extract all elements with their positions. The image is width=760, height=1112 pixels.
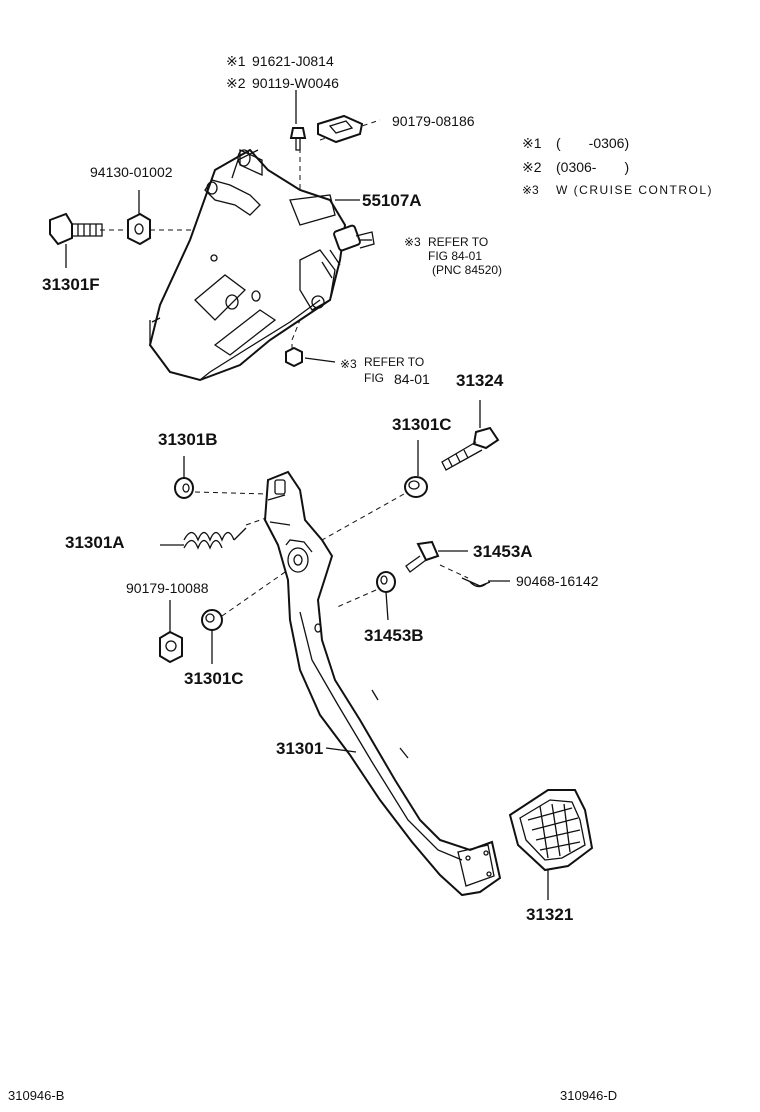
refer-fig-number-2: 84-01 bbox=[394, 371, 430, 387]
refer-fig-1: FIG 84-01 bbox=[428, 249, 482, 263]
label-90179-10088: 90179-10088 bbox=[126, 580, 209, 596]
bolt-31453A-icon bbox=[405, 540, 440, 573]
label-31321: 31321 bbox=[526, 905, 573, 924]
mark-2-a: ※2 bbox=[226, 75, 246, 91]
legend-mark-3: ※3 bbox=[522, 183, 539, 197]
bushing-31301B-icon bbox=[174, 477, 194, 499]
label-31301: 31301 bbox=[276, 739, 323, 758]
label-31301C-top: 31301C bbox=[392, 415, 452, 434]
mark-1-a: ※1 bbox=[226, 53, 246, 69]
refer-to-2: REFER TO bbox=[364, 355, 424, 369]
mark-3-a: ※3 bbox=[404, 235, 421, 249]
label-31301C-bottom: 31301C bbox=[184, 669, 244, 688]
bolt-91621-icon bbox=[289, 127, 307, 151]
label-31301A: 31301A bbox=[65, 533, 125, 552]
bushing-31301C-top-icon bbox=[404, 476, 428, 498]
label-31301B: 31301B bbox=[158, 430, 218, 449]
label-90468-16142: 90468-16142 bbox=[516, 573, 599, 589]
legend: ※1 ( -0306) ※2 (0306- ) ※3 W (CRUISE CON… bbox=[522, 135, 713, 197]
nut-90179-10088-icon bbox=[159, 630, 183, 664]
refer-pnc-1: (PNC 84520) bbox=[432, 263, 502, 277]
label-55107A: 55107A bbox=[362, 191, 422, 210]
legend-mark-2: ※2 bbox=[522, 159, 542, 175]
refer-to-1: REFER TO bbox=[428, 235, 488, 249]
label-31453B: 31453B bbox=[364, 626, 424, 645]
clip-90179-08186-icon bbox=[317, 114, 364, 144]
label-31324: 31324 bbox=[456, 371, 504, 390]
legend-text-1: ( -0306) bbox=[556, 135, 629, 151]
brake-pedal-arm-drawing bbox=[263, 470, 502, 897]
pedal-pad-drawing bbox=[508, 789, 594, 872]
pin-90468-icon bbox=[461, 577, 491, 588]
bolt-31301F-icon bbox=[49, 212, 103, 246]
bushing-31453B-icon bbox=[376, 571, 396, 593]
refer-fig-2: FIG bbox=[364, 371, 384, 385]
footer-right-code: 310946-D bbox=[560, 1088, 617, 1103]
label-31453A: 31453A bbox=[473, 542, 533, 561]
label-91621-J0814: 91621-J0814 bbox=[252, 53, 334, 69]
bushing-31301C-bottom-icon bbox=[201, 609, 223, 631]
footer-left-code: 310946-B bbox=[8, 1088, 64, 1103]
legend-text-3: W (CRUISE CONTROL) bbox=[556, 183, 713, 197]
nut-94130-icon bbox=[127, 212, 151, 246]
label-94130-01002: 94130-01002 bbox=[90, 164, 173, 180]
label-90119-W0046: 90119-W0046 bbox=[252, 75, 339, 91]
legend-mark-1: ※1 bbox=[522, 135, 542, 151]
bolt-31324-icon bbox=[441, 426, 500, 471]
label-90179-08186: 90179-08186 bbox=[392, 113, 475, 129]
nut-lower-bracket-icon bbox=[285, 346, 303, 368]
pedal-bracket-drawing bbox=[148, 148, 375, 382]
label-31301F: 31301F bbox=[42, 275, 100, 294]
legend-text-2: (0306- ) bbox=[556, 159, 629, 175]
mark-3-b: ※3 bbox=[340, 357, 357, 371]
spring-31301A-icon bbox=[160, 527, 247, 550]
